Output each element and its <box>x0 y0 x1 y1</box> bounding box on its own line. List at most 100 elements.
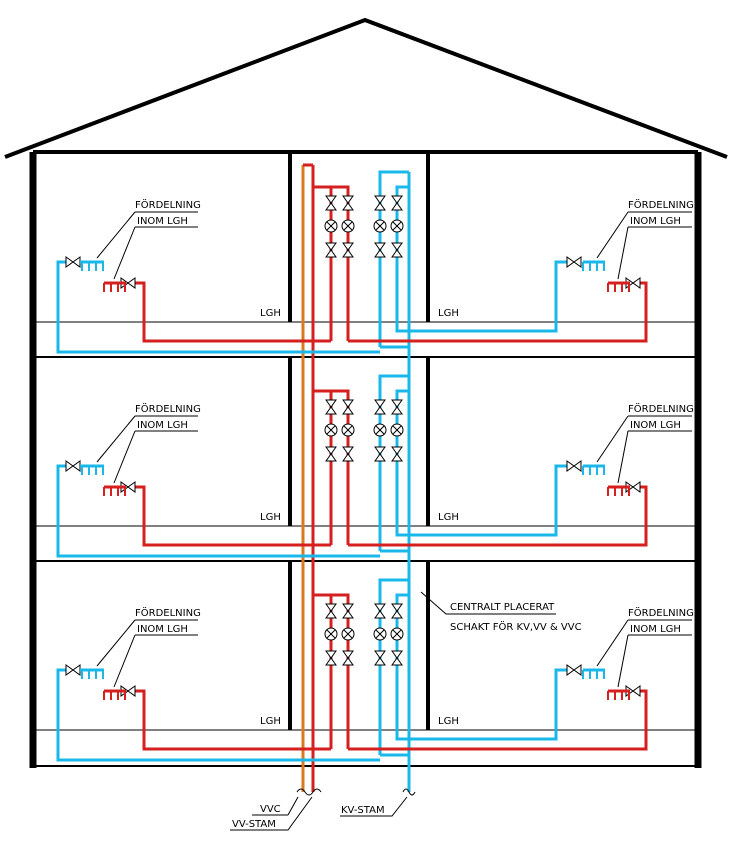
roof <box>4 17 728 159</box>
shaft-meter-3-x2 <box>392 425 402 435</box>
shaft-meter-0-x2 <box>326 221 336 231</box>
right-dist-leader-a <box>596 415 629 463</box>
shaft-valve-bottom-0 <box>325 242 337 251</box>
shaft-valve-top-3-b <box>391 610 403 619</box>
shaft-valve-top-0 <box>325 195 337 204</box>
shaft-valve-bottom-3 <box>391 242 403 251</box>
right-dist-label-1: FÖRDELNING <box>628 402 694 415</box>
shaft-valve-bottom-1 <box>342 446 354 455</box>
left-cold-pipe <box>56 260 380 354</box>
right-dist-label-2: INOM LGH <box>630 624 681 635</box>
right-cold-pipe <box>397 464 567 537</box>
right-cold-valve <box>566 460 575 472</box>
right-lgh-label: LGH <box>438 308 459 319</box>
shaft-meter-3-x2 <box>392 629 402 639</box>
left-dist-label-2: INOM LGH <box>137 216 188 227</box>
right-hot-valve-b <box>632 481 641 493</box>
left-hot-valve-b <box>127 481 136 493</box>
break-symbol-vv <box>296 788 322 796</box>
right-cold-valve <box>566 664 575 676</box>
left-lgh-label: LGH <box>260 716 281 727</box>
shaft-leader <box>420 591 556 615</box>
shaft-valve-bottom-1-b <box>342 657 354 666</box>
left-dist-label-1: FÖRDELNING <box>135 606 201 619</box>
kv-stam-label: KV-STAM <box>341 805 385 816</box>
shaft-valve-bottom-2 <box>374 242 386 251</box>
shaft-meter-3-x2 <box>392 221 402 231</box>
right-hot-pipe <box>348 689 648 751</box>
right-dist-leader-a <box>596 619 629 667</box>
left-dist-leader-a <box>96 619 136 667</box>
shaft-valve-bottom-2-b <box>374 249 386 258</box>
shaft-valve-bottom-3 <box>391 650 403 659</box>
left-dist-label-1: FÖRDELNING <box>135 198 201 211</box>
left-dist-label-2: INOM LGH <box>137 420 188 431</box>
left-cold-valve-b <box>72 460 81 472</box>
shaft-cold-branch-a <box>378 170 409 347</box>
shaft-valve-bottom-1 <box>342 242 354 251</box>
floor-bottom: FÖRDELNING INOM LGH FÖRDELNING INOM LGH LGH L… <box>56 578 694 762</box>
left-cold-valve-b <box>72 664 81 676</box>
right-cold-valve <box>566 256 575 268</box>
shaft-valve-top-0-b <box>325 406 337 415</box>
left-lgh-label: LGH <box>260 512 281 523</box>
shaft-valve-top-2-b <box>374 202 386 211</box>
left-dist-leader-b <box>113 430 136 484</box>
break-symbol-kv <box>402 788 416 796</box>
shaft-hot-branch-b <box>313 185 350 341</box>
shaft-valve-bottom-0 <box>325 650 337 659</box>
right-lgh-label: LGH <box>438 716 459 727</box>
shaft-valve-bottom-3-b <box>391 657 403 666</box>
shaft-valve-bottom-0-b <box>325 657 337 666</box>
shaft-meter-0-x2 <box>326 425 336 435</box>
shaft-valve-bottom-2 <box>374 650 386 659</box>
shaft-valve-bottom-1-b <box>342 453 354 462</box>
shaft-valve-top-3 <box>391 195 403 204</box>
vv-stam-leader <box>230 796 313 831</box>
left-hot-valve-b <box>127 277 136 289</box>
left-hot-pipe <box>135 689 331 751</box>
shaft-valve-bottom-0-b <box>325 453 337 462</box>
right-cold-pipe <box>397 668 567 741</box>
vvc-label: VVC <box>260 804 281 815</box>
shaft-valve-top-1 <box>342 195 354 204</box>
shaft-cold-branch-a <box>378 578 409 755</box>
shaft-valve-bottom-3-b <box>391 453 403 462</box>
shaft-valve-top-0-b <box>325 610 337 619</box>
shaft-label-line1: CENTRALT PLACERAT <box>450 602 555 613</box>
left-cold-valve <box>65 460 74 472</box>
right-dist-label-1: FÖRDELNING <box>628 606 694 619</box>
shaft-valve-bottom-3 <box>391 446 403 455</box>
right-cold-pipe <box>397 260 567 333</box>
shaft-valve-bottom-1 <box>342 650 354 659</box>
shaft-meter-2-x2 <box>375 629 385 639</box>
left-dist-leader-a <box>96 415 136 463</box>
shaft-meter-2-x2 <box>375 221 385 231</box>
right-dist-leader-b <box>617 430 629 484</box>
building-frame <box>29 150 702 768</box>
right-dist-leader-a <box>596 211 629 259</box>
shaft-valve-top-3 <box>391 399 403 408</box>
shaft-valve-top-3 <box>391 603 403 612</box>
shaft-meter-1-x2 <box>343 425 353 435</box>
right-hot-pipe <box>348 485 648 547</box>
shaft-hot-branch-b <box>313 593 350 749</box>
left-lgh-label: LGH <box>260 308 281 319</box>
left-cold-pipe <box>56 464 380 558</box>
shaft-valve-top-2-b <box>374 610 386 619</box>
left-dist-label-2: INOM LGH <box>137 624 188 635</box>
left-cold-pipe <box>56 668 380 762</box>
kv-stam-leader <box>340 796 408 817</box>
right-dist-leader-b <box>617 226 629 280</box>
left-hot-pipe <box>135 485 331 547</box>
right-hot-valve-b <box>632 685 641 697</box>
right-lgh-label: LGH <box>438 512 459 523</box>
shaft-valve-top-2 <box>374 399 386 408</box>
shaft-valve-bottom-3-b <box>391 249 403 258</box>
shaft-valve-top-1 <box>342 399 354 408</box>
shaft-valve-top-2-b <box>374 406 386 415</box>
shaft-valve-top-2 <box>374 195 386 204</box>
